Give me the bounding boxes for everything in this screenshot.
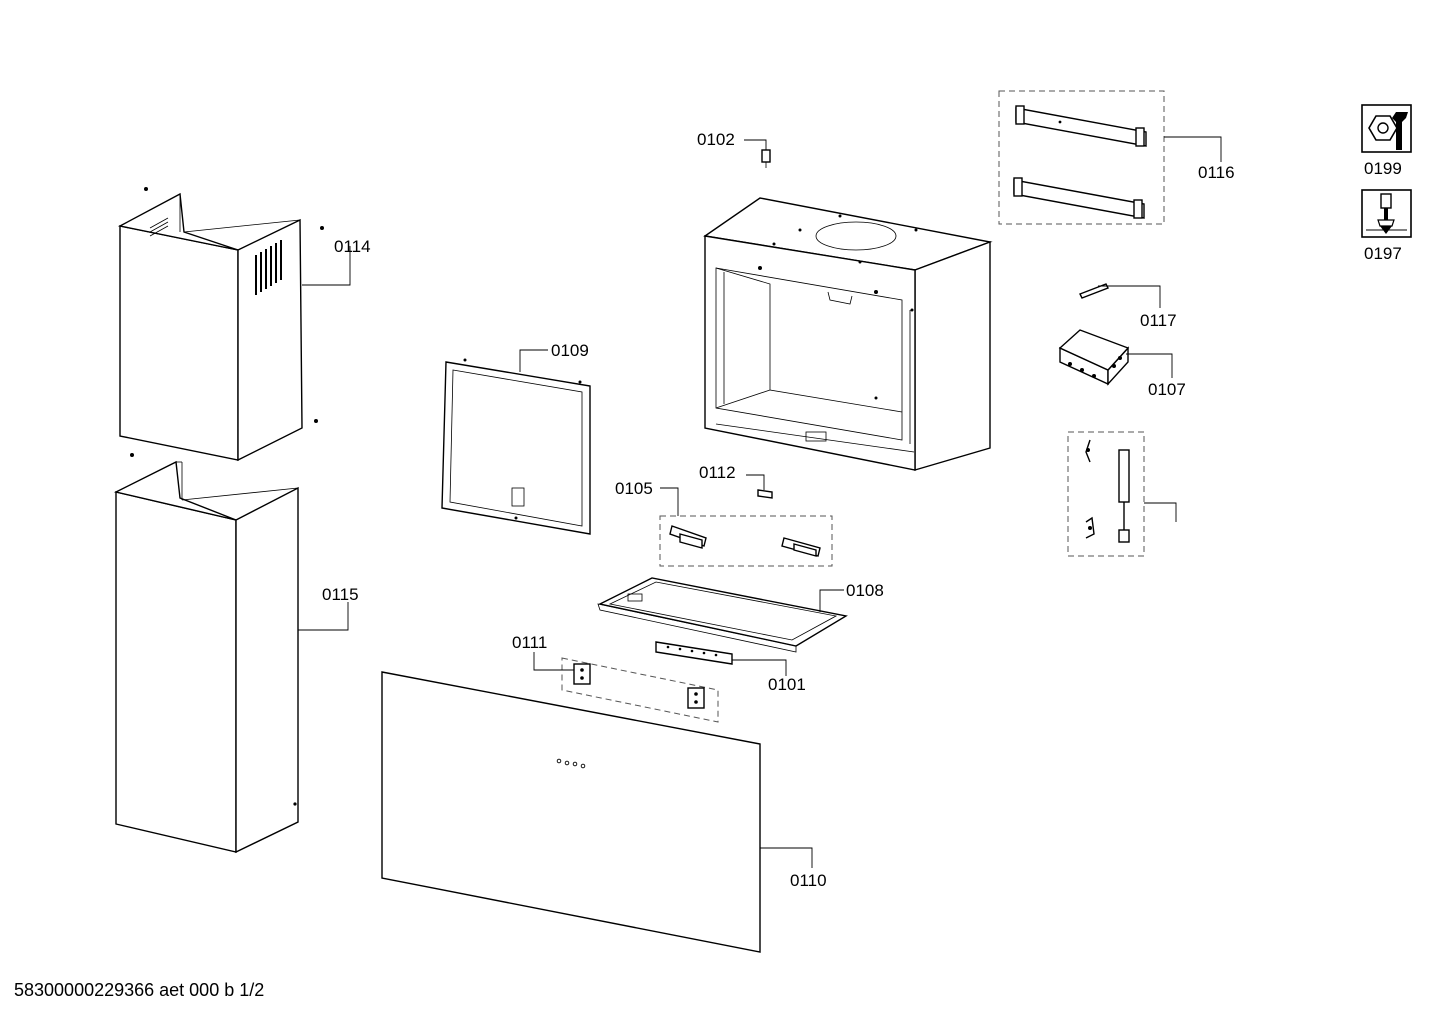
gas-strut-part xyxy=(1085,439,1130,543)
lower-chimney-part xyxy=(113,453,299,854)
leader-0101 xyxy=(732,659,787,676)
label-0115: 0116 xyxy=(1198,163,1235,182)
leader-0102 xyxy=(744,139,767,150)
hinges-part xyxy=(669,525,821,557)
control-panel-part xyxy=(655,641,733,665)
leader-0108 xyxy=(819,589,844,612)
filter-frame-part xyxy=(441,358,591,535)
leader-0107 xyxy=(1126,353,1173,378)
label-0102: 0102 xyxy=(697,130,735,149)
label-0105: 0105 xyxy=(615,479,653,498)
label-0109: 0109 xyxy=(551,341,589,360)
label-0101: 0101 xyxy=(768,675,806,694)
label-0112: 0112 xyxy=(699,463,736,482)
label-0113: 0114 xyxy=(334,237,371,256)
label-0110: 0110 xyxy=(790,871,827,890)
connector-part xyxy=(757,489,773,499)
mounting-brackets-part xyxy=(1013,105,1147,219)
wrench-nut-icon xyxy=(1361,104,1412,153)
screwdriver-icon xyxy=(1361,189,1412,238)
group-0105-outline xyxy=(659,515,833,567)
glass-panel-part xyxy=(381,671,761,953)
leader-0113 xyxy=(302,246,351,286)
upper-chimney-part xyxy=(117,187,324,462)
leader-0115 xyxy=(1164,136,1222,162)
label-0116: 0117 xyxy=(1140,311,1177,330)
document-id: 58300000229366 aet 000 b 1/2 xyxy=(14,980,265,1000)
label-0114: 0115 xyxy=(322,585,359,604)
leader-0111 xyxy=(533,652,574,671)
label-0108: 0108 xyxy=(846,581,884,600)
clip-part xyxy=(1079,283,1109,299)
label-0111: 0111 xyxy=(512,633,547,652)
leader-0114 xyxy=(298,602,349,631)
leader-0117 xyxy=(1144,502,1177,522)
electronics-box-part xyxy=(1058,329,1130,386)
mounting-plates-part xyxy=(573,663,705,709)
leader-0116 xyxy=(1098,285,1161,308)
label-0107: 0107 xyxy=(1148,380,1186,399)
grease-filter-part xyxy=(597,577,848,653)
tool-label-0199: 0199 xyxy=(1364,159,1402,178)
fastener-part xyxy=(761,149,771,168)
group-0115-outline xyxy=(998,90,1165,225)
main-housing-part xyxy=(703,197,993,471)
group-0117-outline xyxy=(1067,431,1145,557)
leader-0105 xyxy=(660,487,679,516)
group-0111-outline xyxy=(561,657,719,723)
leader-0109 xyxy=(519,349,548,372)
leader-0110 xyxy=(760,847,813,868)
tool-label-0197: 0197 xyxy=(1364,244,1402,263)
leader-0112 xyxy=(746,474,765,490)
